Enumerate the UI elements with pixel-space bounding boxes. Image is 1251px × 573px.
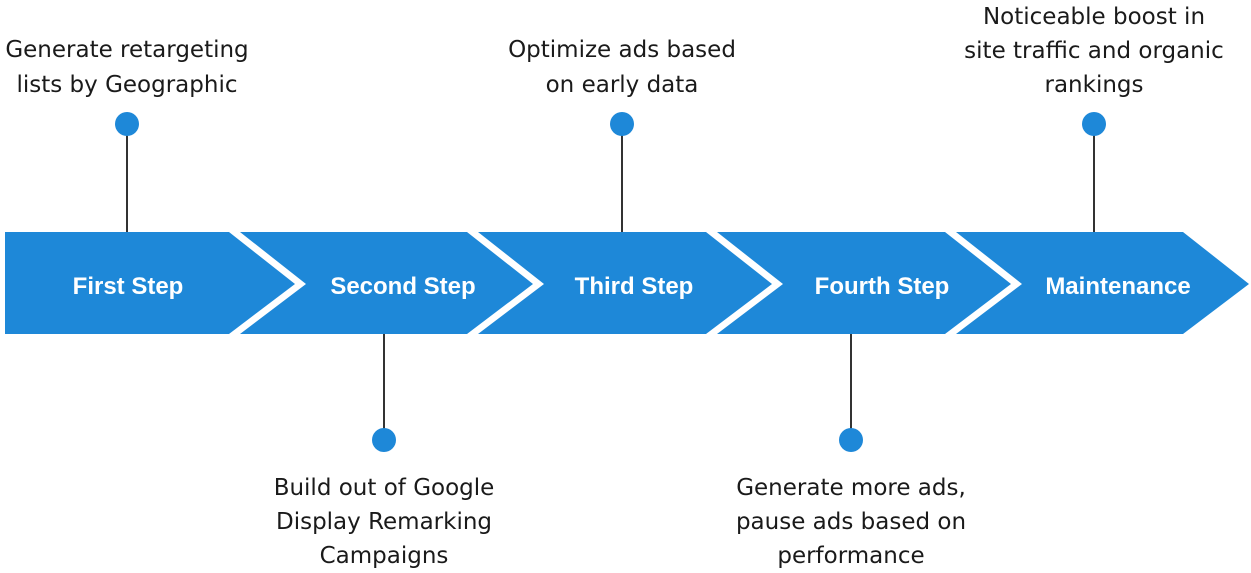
note-line: rankings	[1045, 72, 1144, 98]
step-notes: Generate retargeting lists by Geographic…	[5, 4, 1223, 569]
connectors-layer	[126, 124, 1095, 440]
step-label-third: Third Step	[575, 273, 694, 300]
marker-dot-1	[115, 112, 139, 136]
note-line: Build out of Google	[274, 475, 495, 501]
note-line: on early data	[546, 72, 699, 98]
step-label-first: First Step	[73, 273, 184, 300]
step-label-second: Second Step	[330, 273, 475, 300]
note-line: site traffic and organic	[964, 38, 1224, 64]
marker-dot-3	[610, 112, 634, 136]
note-line: Generate more ads,	[736, 475, 966, 501]
note-line: Noticeable boost in	[983, 4, 1205, 30]
note-line: lists by Geographic	[16, 72, 237, 98]
step-label-maintenance: Maintenance	[1045, 273, 1190, 300]
note-line: performance	[777, 543, 924, 569]
note-line: Campaigns	[320, 543, 449, 569]
chevron-segment-5	[956, 232, 1249, 334]
marker-dot-2	[372, 428, 396, 452]
chevron-segment-3	[478, 232, 772, 334]
note-line: Display Remarking	[276, 509, 492, 535]
chevron-segment-2	[240, 232, 533, 334]
marker-dot-5	[1082, 112, 1106, 136]
chevron-arrow	[5, 232, 1249, 334]
step-label-fourth: Fourth Step	[815, 273, 950, 300]
marker-dots	[115, 112, 1106, 452]
chevron-segment-4	[717, 232, 1011, 334]
marker-dot-4	[839, 428, 863, 452]
chevron-segment-1	[5, 232, 295, 334]
step-labels: First Step Second Step Third Step Fourth…	[73, 273, 1191, 300]
note-line: Optimize ads based	[508, 37, 736, 63]
note-line: pause ads based on	[736, 509, 966, 535]
note-line: Generate retargeting	[5, 37, 248, 63]
